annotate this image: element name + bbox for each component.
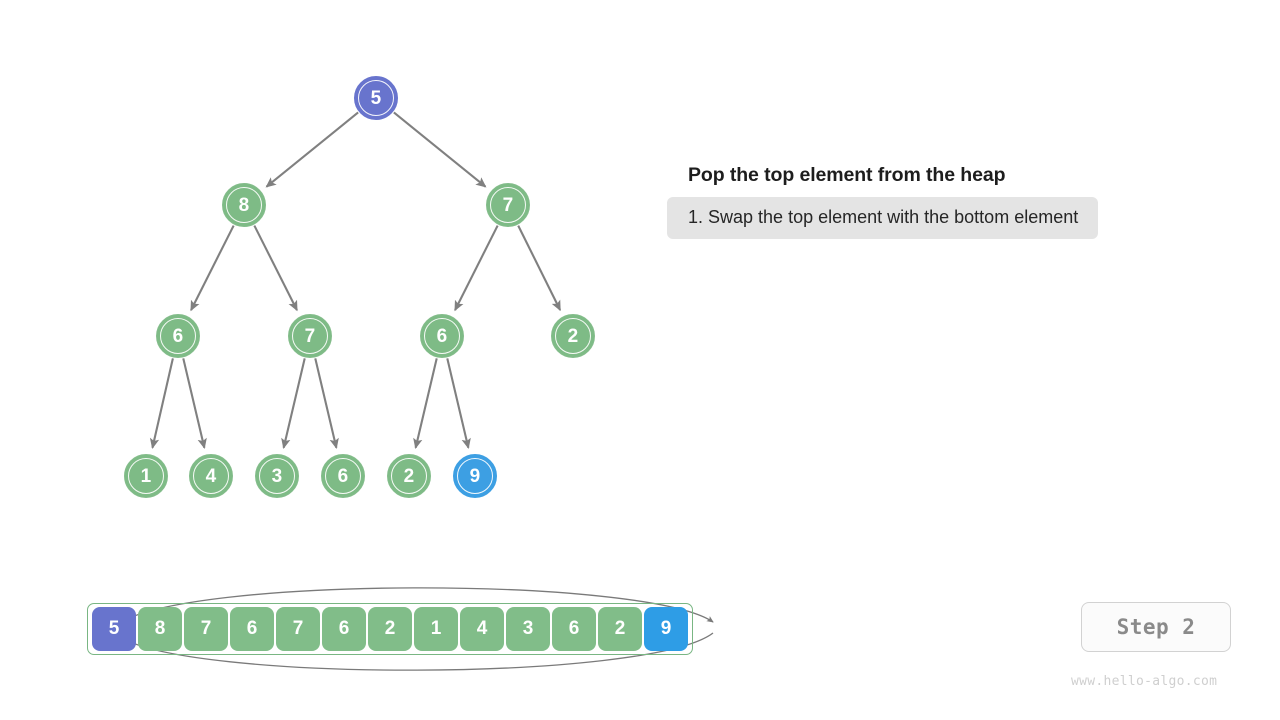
tree-edges [149, 111, 562, 449]
array-cell[interactable]: 7 [276, 607, 320, 651]
array-cell-value: 5 [108, 618, 120, 639]
array-cell-value: 6 [246, 618, 258, 639]
array-cell[interactable]: 4 [460, 607, 504, 651]
array-cell-value: 7 [292, 618, 304, 639]
array-cells: 5 8 7 6 7 6 2 1 4 3 6 2 9 [87, 603, 693, 655]
array-cell[interactable]: 6 [552, 607, 596, 651]
tree-node-value: 5 [370, 87, 382, 109]
tree-edge [281, 358, 306, 449]
array-cell[interactable]: 1 [414, 607, 458, 651]
tree-edge [190, 225, 235, 312]
tree-node-value: 6 [172, 325, 184, 347]
step-instruction-text: 1. Swap the top element with the bottom … [688, 207, 1079, 228]
tree-node[interactable]: 2 [551, 314, 595, 358]
tree-edge [454, 225, 499, 312]
tree-node-value: 7 [304, 325, 316, 347]
tree-node-value: 4 [205, 465, 217, 487]
tree-node-value: 3 [271, 465, 283, 487]
tree-node[interactable]: 2 [387, 454, 431, 498]
tree-edge [314, 358, 339, 449]
tree-node-value: 8 [238, 194, 250, 216]
array-cell-value: 4 [476, 618, 488, 639]
tree-node-value: 7 [502, 194, 514, 216]
array-cell[interactable]: 3 [506, 607, 550, 651]
array-cell[interactable]: 9 [644, 607, 688, 651]
array-cell-value: 2 [614, 618, 626, 639]
step-instruction-highlight: 1. Swap the top element with the bottom … [667, 197, 1099, 239]
tree-node[interactable]: 5 [354, 76, 398, 120]
array-cell[interactable]: 6 [322, 607, 366, 651]
array-cell[interactable]: 7 [184, 607, 228, 651]
tree-node[interactable]: 6 [156, 314, 200, 358]
watermark: www.hello-algo.com [1071, 674, 1218, 689]
tree-node[interactable]: 6 [321, 454, 365, 498]
tree-edge [149, 358, 174, 449]
tree-node-value: 6 [436, 325, 448, 347]
tree-node-value: 2 [403, 465, 415, 487]
tree-node-value: 1 [140, 465, 152, 487]
tree-node[interactable]: 8 [222, 183, 266, 227]
binary-heap-tree: 5 8 7 6 7 6 2 1 4 3 6 2 9 [0, 0, 660, 540]
tree-node-value: 9 [469, 465, 481, 487]
array-cell-value: 2 [384, 618, 396, 639]
tree-node-value: 6 [337, 465, 349, 487]
step-badge: Step 2 [1081, 602, 1231, 652]
tree-edge [393, 111, 487, 188]
array-cell-value: 6 [568, 618, 580, 639]
array-cell[interactable]: 2 [368, 607, 412, 651]
tree-node[interactable]: 7 [288, 314, 332, 358]
tree-node[interactable]: 4 [189, 454, 233, 498]
array-cell[interactable]: 6 [230, 607, 274, 651]
tree-edge [253, 225, 298, 312]
tree-node[interactable]: 1 [124, 454, 168, 498]
tree-edge [413, 358, 438, 449]
instruction-panel: Pop the top element from the heap 1. Swa… [667, 164, 1248, 239]
array-cell-value: 9 [660, 618, 672, 639]
tree-edge [446, 358, 471, 449]
array-cell[interactable]: 8 [138, 607, 182, 651]
array-cell[interactable]: 5 [92, 607, 136, 651]
tree-node[interactable]: 6 [420, 314, 464, 358]
array-cell-value: 6 [338, 618, 350, 639]
tree-edge [517, 225, 562, 312]
heap-array-view: 5 8 7 6 7 6 2 1 4 3 6 2 9 [86, 578, 726, 680]
array-cell-value: 3 [522, 618, 534, 639]
array-cell[interactable]: 2 [598, 607, 642, 651]
tree-edge [265, 111, 359, 188]
tree-node-value: 2 [567, 325, 579, 347]
tree-node[interactable]: 9 [453, 454, 497, 498]
page-title: Pop the top element from the heap [688, 164, 1006, 186]
array-cell-value: 1 [430, 618, 442, 639]
array-cell-value: 7 [200, 618, 212, 639]
tree-node[interactable]: 3 [255, 454, 299, 498]
tree-edge [182, 358, 207, 449]
step-badge-label: Step 2 [1116, 615, 1196, 639]
array-cell-value: 8 [154, 618, 166, 639]
tree-node[interactable]: 7 [486, 183, 530, 227]
